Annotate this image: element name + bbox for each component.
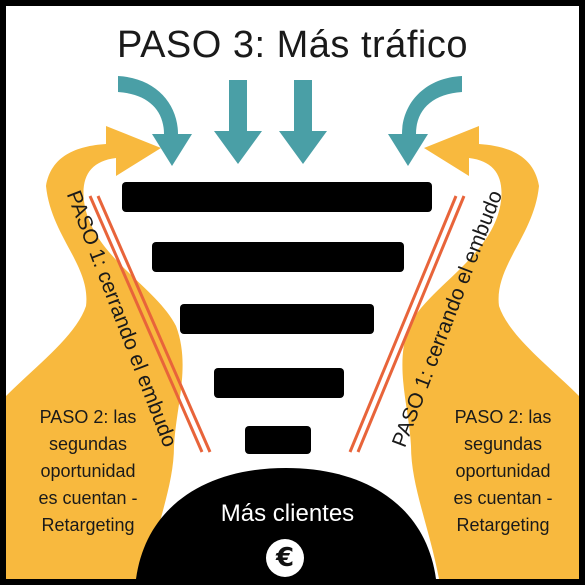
diagram-artwork xyxy=(6,76,579,579)
funnel-bar xyxy=(152,242,404,272)
teal-arrows xyxy=(118,76,462,166)
funnel-bar xyxy=(180,304,374,334)
curved-arrow-icon xyxy=(118,76,192,166)
down-arrow-icon xyxy=(279,80,327,164)
step2-right-label: PASO 2: las segundas oportunidad es cuen… xyxy=(453,407,553,535)
euro-icon: € xyxy=(266,539,304,577)
page-title: PASO 3: Más tráfico xyxy=(117,24,468,66)
left-yellow-shape xyxy=(6,126,183,579)
funnel-bar xyxy=(214,368,344,398)
funnel-bar xyxy=(245,426,311,454)
funnel-bars xyxy=(122,182,432,454)
down-arrow-icon xyxy=(214,80,262,164)
step2-left-label: PASO 2: las segundas oportunidad es cuen… xyxy=(38,407,138,535)
curved-arrow-icon xyxy=(388,76,462,166)
funnel-bar xyxy=(122,182,432,212)
funnel-edge-lines xyxy=(88,195,466,453)
more-clients-label: Más clientes xyxy=(220,500,355,527)
bottom-dome xyxy=(136,468,436,579)
right-yellow-shape xyxy=(402,126,579,579)
